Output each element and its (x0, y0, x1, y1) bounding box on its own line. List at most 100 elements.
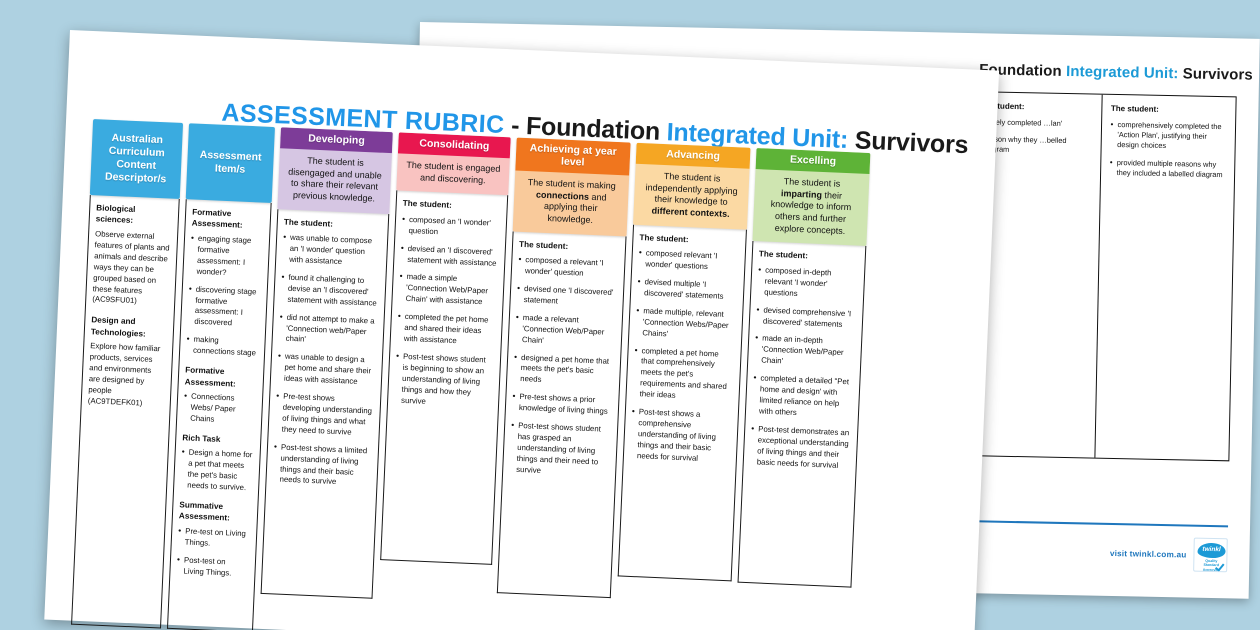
list-item: Design a home for a pet that meets the p… (180, 447, 253, 494)
list: composed relevant 'I wonder' questions d… (630, 248, 738, 466)
footer-divider (958, 519, 1229, 528)
header-curriculum: Australian Curriculum Content Descriptor… (89, 119, 184, 199)
list-item: devised comprehensive 'I discovered' sta… (756, 305, 856, 331)
cell-lead: The student: (402, 199, 453, 211)
list-item: devised multiple 'I discovered' statemen… (637, 277, 737, 303)
cell-lead: The student: (758, 249, 809, 261)
list-item: completed the pet home and shared their … (397, 312, 495, 349)
list-item: Post-test shows student is beginning to … (394, 351, 493, 410)
list-item: Pre-test on Living Things. (178, 526, 250, 551)
list-item: provided multiple reasons why they inclu… (1110, 158, 1226, 181)
visit-website-link[interactable]: visit twinkl.com.au (1109, 548, 1187, 559)
header-advancing-desc: The student is independently applying th… (633, 164, 750, 230)
twinkl-logo-text: twinkl (1202, 545, 1221, 554)
paragraph: Observe external features of plants and … (92, 229, 170, 306)
cell-lead: The student: (518, 239, 569, 251)
list-item: found it challenging to devise an 'I dis… (280, 272, 378, 309)
header-achieving-desc: The student is making connections and ap… (513, 171, 630, 237)
rubric-column-achieving: Achieving at year level The student is m… (494, 137, 634, 598)
list-item: composed in-depth relevant 'I wonder' qu… (757, 265, 857, 302)
back-rubric-table: The student: …ively completed …lan' …aso… (959, 90, 1237, 462)
subheading: Rich Task (182, 433, 221, 444)
desc-bold: imparting (780, 187, 823, 200)
back-title-highlight: Integrated Unit: (1065, 62, 1179, 83)
back-table-column: The student: comprehensively completed t… (1095, 95, 1236, 461)
list-item: making connections stage (186, 335, 258, 360)
back-column-lead: The student: (1110, 103, 1159, 114)
list: Connections Webs/ Paper Chains (183, 391, 255, 427)
list: composed an 'I wonder' question devised … (394, 215, 499, 411)
list-item: Pre-test shows developing understanding … (275, 391, 374, 439)
cell-excelling: The student: composed in-depth relevant … (737, 241, 867, 589)
list-item: Post-test shows a limited understanding … (272, 442, 371, 490)
list-item: devised one 'I discovered' statement (516, 284, 616, 310)
list-item: did not attempt to make a 'Connection we… (278, 312, 376, 349)
list-item: was unable to compose an 'I wonder' ques… (282, 233, 380, 270)
list-item: designed a pet home that meets the pet's… (513, 352, 613, 389)
list-item: comprehensively completed the 'Action Pl… (1110, 120, 1226, 153)
back-title-suffix: Survivors (1178, 65, 1254, 84)
cell-advancing: The student: composed relevant 'I wonder… (617, 224, 747, 582)
cell-assessment-items: Formative Assessment: engaging stage for… (166, 199, 272, 630)
desc-pre: The student is (783, 176, 841, 189)
list: Design a home for a pet that meets the p… (180, 447, 253, 494)
twinkl-blob-icon: twinkl (1197, 542, 1226, 559)
subheading: Design and Technologies: (90, 315, 146, 339)
list-item: completed a detailed "Pet home and desig… (752, 373, 853, 421)
list-item: Post-test demonstrates an exceptional un… (750, 424, 851, 472)
header-excelling: Excelling The student is imparting their… (752, 148, 871, 247)
list-item: composed a relevant 'I wonder' question (518, 255, 618, 281)
rubric-column-consolidating: Consolidating The student is engaged and… (377, 132, 514, 566)
header-developing: Developing The student is disengaged and… (277, 127, 393, 214)
header-achieving: Achieving at year level The student is m… (512, 137, 631, 237)
back-page-title: Foundation Integrated Unit: Survivors (979, 61, 1253, 83)
list-item: made a simple 'Connection Web/Paper Chai… (398, 272, 496, 309)
list-item: engaging stage formative assessment: I w… (189, 233, 262, 280)
back-column-list: comprehensively completed the 'Action Pl… (1110, 120, 1227, 180)
list-item: Connections Webs/ Paper Chains (183, 391, 255, 427)
header-assessment-items: Assessment Item/s (185, 123, 275, 203)
list: composed a relevant 'I wonder' question … (509, 255, 618, 480)
header-developing-desc: The student is disengaged and unable to … (277, 148, 392, 214)
subheading: Formative Assessment: (184, 365, 236, 389)
subheading: Biological sciences: (95, 203, 136, 226)
list-item: composed an 'I wonder' question (401, 215, 499, 241)
desc-pre: The student is engaged and discovering. (406, 159, 501, 185)
header-consolidating-desc: The student is engaged and discovering. (396, 153, 510, 195)
list: Pre-test on Living Things. Post-test on … (176, 526, 249, 580)
list-item: made multiple, relevant 'Connection Webs… (635, 306, 735, 343)
page-footer: visit twinkl.com.au twinkl Quality Stand… (957, 530, 1228, 575)
list-item: Post-test shows student has grasped an u… (509, 421, 610, 480)
list-item: composed relevant 'I wonder' questions (638, 248, 738, 274)
rubric-column-excelling: Excelling The student is imparting their… (735, 148, 874, 589)
cell-achieving: The student: composed a relevant 'I wond… (496, 231, 627, 598)
cell-consolidating: The student: composed an 'I wonder' ques… (380, 190, 509, 566)
list-item: devised an 'I discovered' statement with… (400, 243, 498, 269)
subheading: Formative Assessment: (191, 207, 243, 231)
list-item: made an in-depth 'Connection Web/Paper C… (754, 334, 854, 371)
cell-lead: The student: (283, 217, 334, 229)
front-document-page: ASSESSMENT RUBRIC - Foundation Integrate… (44, 30, 1000, 630)
twinkl-logo-icon: twinkl Quality Standard Approved (1193, 537, 1228, 573)
header-achieving-label: Achieving at year level (515, 137, 631, 176)
desc-pre: The student is independently applying th… (645, 171, 738, 208)
list-item: completed a pet home that comprehensivel… (632, 346, 733, 405)
list-item: Post-test shows a comprehensive understa… (630, 407, 731, 466)
cell-curriculum: Biological sciences: Observe external fe… (71, 195, 180, 629)
list: composed in-depth relevant 'I wonder' qu… (750, 265, 858, 472)
list-item: Post-test on Living Things. (176, 555, 248, 580)
rubric-column-advancing: Advancing The student is independently a… (615, 142, 754, 582)
rubric-column-developing: Developing The student is disengaged and… (258, 127, 396, 599)
subheading: Summative Assessment: (178, 500, 231, 523)
list-item: discovering stage formative assessment: … (187, 284, 260, 331)
desc-bold: connections (535, 189, 590, 202)
desc-bold: different contexts. (651, 205, 730, 220)
cell-lead: The student: (639, 232, 689, 244)
list-item: was unable to design a pet home and shar… (277, 352, 375, 389)
paragraph: Explore how familiar products, services … (87, 341, 161, 408)
header-excelling-desc: The student is imparting their knowledge… (752, 169, 869, 246)
cell-developing: The student: was unable to compose an 'I… (260, 208, 390, 599)
desc-pre: The student is disengaged and unable to … (288, 155, 382, 204)
list-item: made a relevant 'Connection Web/Paper Ch… (515, 313, 615, 350)
